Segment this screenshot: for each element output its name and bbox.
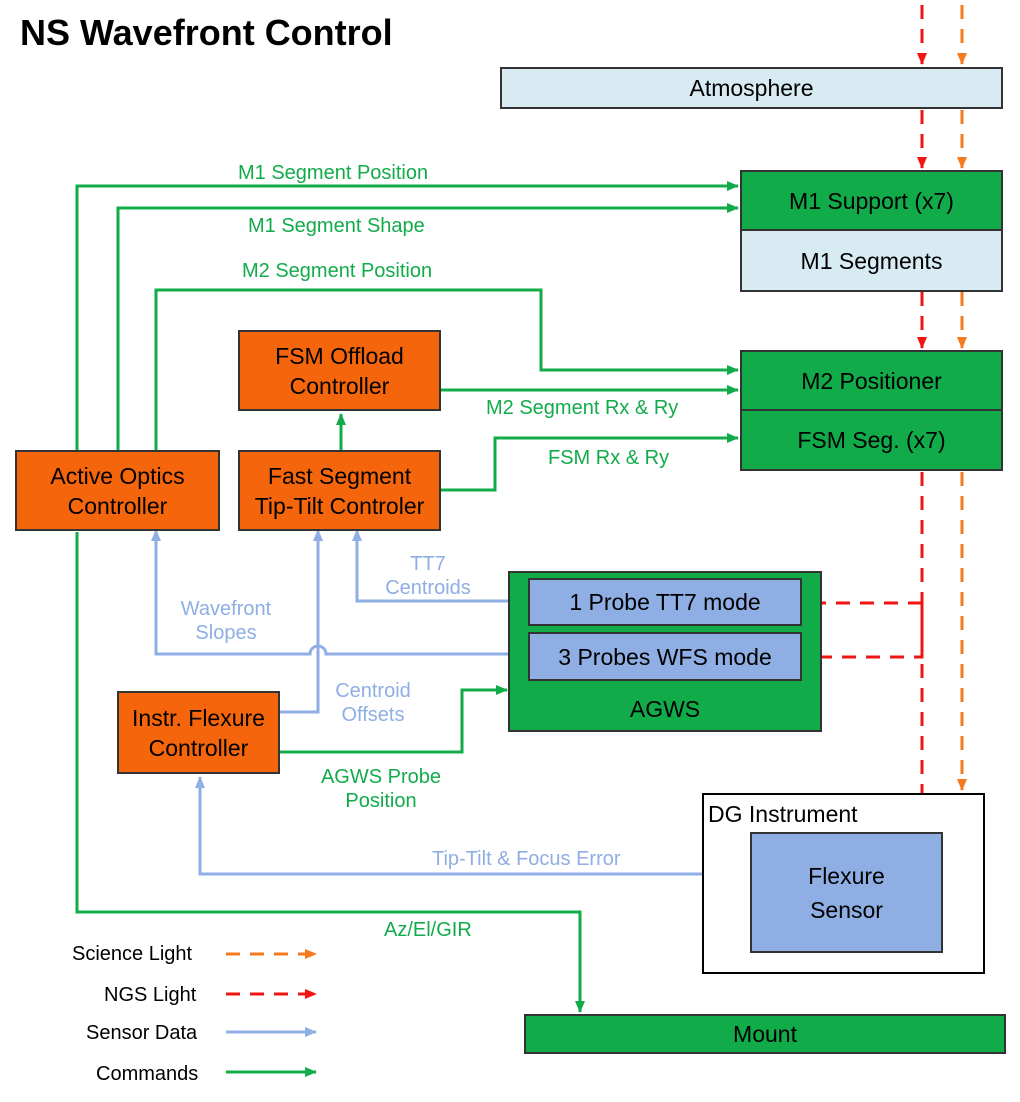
- flexure-sensor-box: Flexure Sensor: [750, 832, 943, 953]
- m1-support-label: M1 Support (x7): [789, 187, 954, 214]
- agws-probe-position-label-1: AGWS Probe: [320, 766, 442, 788]
- legend-science-light: Science Light: [72, 943, 193, 965]
- fast-segment-label-2: Tip-Tilt Controler: [254, 492, 425, 519]
- atmosphere-label: Atmosphere: [689, 75, 814, 101]
- flexure-sensor-label-2: Sensor: [810, 896, 883, 923]
- agws-probe-position-label: AGWS Probe Position: [306, 765, 456, 813]
- m2-segment-rx-ry-label: M2 Segment Rx & Ry: [486, 397, 679, 419]
- active-optics-label-2: Controller: [67, 492, 168, 519]
- instr-flexure-controller-box: Instr. Flexure Controller: [117, 691, 280, 774]
- m2-positioner-box: M2 Positioner: [740, 350, 1003, 411]
- page-title: NS Wavefront Control: [20, 12, 393, 53]
- fsm-seg-label: FSM Seg. (x7): [797, 427, 946, 453]
- wavefront-slopes-label: Wavefront Slopes: [170, 597, 282, 645]
- agws-probe-position-label-2: Position: [345, 790, 417, 812]
- m1-segment-position-label: M1 Segment Position: [238, 162, 429, 184]
- fsm-seg-box: FSM Seg. (x7): [740, 409, 1003, 471]
- probe-tt7-box: 1 Probe TT7 mode: [528, 578, 802, 626]
- m1-segments-label: M1 Segments: [800, 247, 943, 274]
- m1-segment-position-line: [75, 181, 739, 452]
- flexure-sensor-label-1: Flexure: [808, 862, 885, 889]
- fast-segment-controller-box: Fast Segment Tip-Tilt Controler: [238, 450, 441, 531]
- fsm-offload-label-1: FSM Offload: [275, 342, 404, 369]
- fsm-rx-ry-line: [440, 433, 739, 492]
- centroid-offsets-line: [280, 529, 323, 714]
- wavefront-slopes-label-2: Slopes: [195, 622, 257, 644]
- fsm-offload-controller-box: FSM Offload Controller: [238, 330, 441, 411]
- probes-wfs-label: 3 Probes WFS mode: [558, 643, 772, 670]
- m2-segment-position-line: [154, 288, 739, 452]
- az-el-gir-label: Az/El/GIR: [384, 919, 472, 941]
- mount-label: Mount: [733, 1021, 797, 1047]
- tt7-centroids-label: TT7 Centroids: [378, 552, 478, 600]
- m1-support-box: M1 Support (x7): [740, 170, 1003, 231]
- instr-flexure-label-1: Instr. Flexure: [132, 704, 265, 731]
- m2-positioner-label: M2 Positioner: [801, 367, 942, 394]
- active-optics-label-1: Active Optics: [50, 462, 185, 489]
- centroid-offsets-label: Centroid Offsets: [326, 679, 420, 727]
- agws-probe-position-line: [280, 685, 508, 754]
- fast-segment-label-1: Fast Segment: [267, 462, 412, 489]
- m1-segments-box: M1 Segments: [740, 229, 1003, 292]
- tt7-centroids-label-1: TT7: [410, 553, 446, 575]
- tip-tilt-focus-error-label: Tip-Tilt & Focus Error: [432, 848, 621, 870]
- legend-commands: Commands: [96, 1063, 199, 1085]
- active-optics-controller-box: Active Optics Controller: [15, 450, 220, 531]
- tt7-centroids-label-2: Centroids: [385, 577, 471, 599]
- tt7-centroids-line: [352, 529, 528, 603]
- fsm-rx-ry-label: FSM Rx & Ry: [548, 447, 670, 469]
- tip-tilt-focus-error-line: [195, 776, 750, 876]
- legend-ngs-light: NGS Light: [104, 984, 197, 1006]
- probe-tt7-label: 1 Probe TT7 mode: [569, 589, 761, 615]
- atmosphere-box: Atmosphere: [500, 67, 1003, 109]
- ngs-light-to-wfs: [807, 603, 924, 662]
- m1-segment-shape-label: M1 Segment Shape: [248, 215, 425, 237]
- mount-box: Mount: [524, 1014, 1006, 1054]
- az-el-gir-line: [75, 532, 585, 1013]
- m1-segment-shape-line: [116, 203, 739, 452]
- fsm-offload-label-2: Controller: [289, 372, 390, 399]
- centroid-offsets-label-2: Offsets: [341, 704, 405, 726]
- wavefront-slopes-label-1: Wavefront: [180, 598, 272, 620]
- m2-segment-position-label: M2 Segment Position: [242, 260, 433, 282]
- probes-wfs-box: 3 Probes WFS mode: [528, 632, 802, 681]
- dg-instrument-label: DG Instrument: [708, 801, 858, 827]
- instr-flexure-label-2: Controller: [148, 734, 249, 761]
- centroid-offsets-label-1: Centroid: [335, 680, 411, 702]
- legend-sensor-data: Sensor Data: [86, 1022, 198, 1044]
- agws-label: AGWS: [629, 696, 701, 722]
